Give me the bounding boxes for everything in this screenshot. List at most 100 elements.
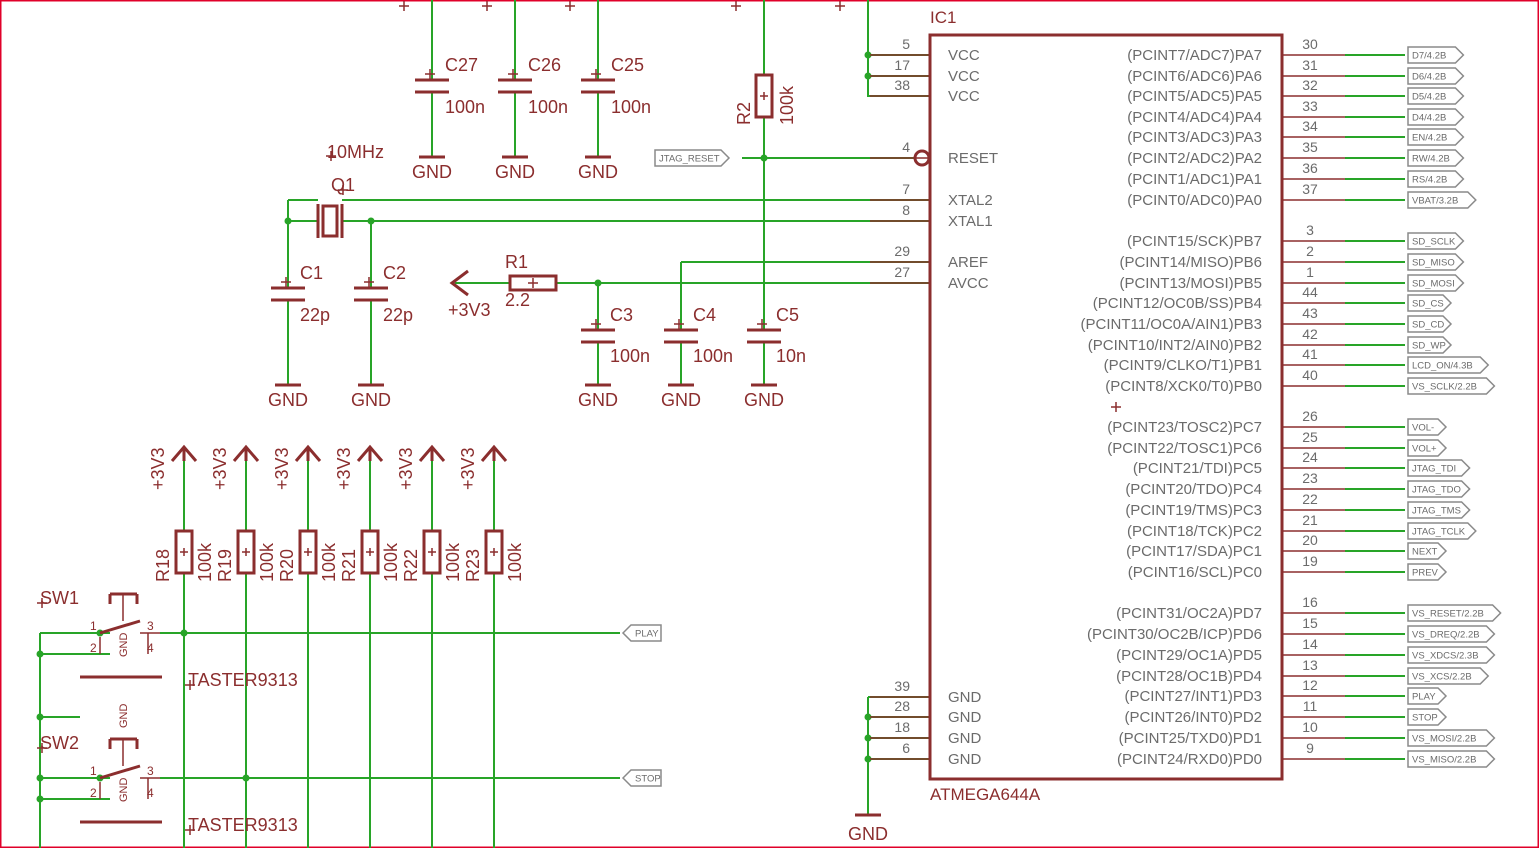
net-label-text: D6/4.2B [1412,72,1446,83]
ic-pin-name: (PCINT19/TMS)PC3 [1125,502,1262,519]
switch-pin-number: 3 [147,619,154,633]
resistor-value: 100k [443,542,463,582]
net-label-flag [1407,459,1471,477]
ic-pin-number: 14 [1302,636,1318,652]
net-label-flag [1407,294,1453,312]
ic-pin-name: (PCINT6/ADC6)PA6 [1127,68,1262,85]
cap-name: C1 [300,263,323,283]
ic-pin-number: 16 [1302,594,1318,610]
crystal-value: 10MHz [327,142,384,162]
resistor-value: 100k [381,542,401,582]
ic-pin-name: (PCINT12/OC0B/SS)PB4 [1093,295,1262,312]
net-label-flag [1407,501,1471,519]
gnd-label: GND [268,390,308,410]
cap-value: 100n [528,97,568,117]
ic-pin-name: (PCINT7/ADC7)PA7 [1127,47,1262,64]
switch-lever [99,764,141,780]
ic-pin-number: 44 [1302,284,1318,300]
net-label-text: JTAG_TCLK [1412,527,1466,538]
net-label-text: NEXT [1412,547,1438,558]
net-label-text: VOL- [1412,423,1434,434]
resistor-body [422,529,442,575]
net-label-flag [1407,563,1448,581]
junction-dot [864,72,872,80]
ic-pin-name: (PCINT0/ADC0)PA0 [1127,192,1262,209]
ic-pin-name: (PCINT26/INT0)PD2 [1124,709,1262,726]
ic-pin-name: GND [948,751,982,768]
ic-pin-name: VCC [948,88,980,105]
net-label-flag [1407,522,1477,540]
resistor-value: 100k [319,542,339,582]
cap-value: 100n [693,346,733,366]
net-label-flag [1407,128,1465,146]
texts: IC1ATMEGA644A5VCC17VCC38VCC4RESET7XTAL28… [40,8,1318,844]
junction-dot [760,154,768,162]
net-label-flag [1407,542,1448,560]
wires [36,0,1405,848]
switch-name: SW2 [40,733,79,753]
gnd-label: GND [848,824,888,844]
ic-pin-number: 39 [894,678,910,694]
switch-pin-number: 1 [90,764,97,778]
ic-pin-number: 15 [1302,615,1318,631]
net-label-flag [1407,336,1453,354]
net-label-flag [1407,315,1453,333]
gnd-label: GND [578,390,618,410]
ic-pin-number: 25 [1302,429,1318,445]
ic-pin-name: (PCINT1/ADC1)PA1 [1127,171,1262,188]
junction-dot [36,795,44,803]
net-label-text: SD_CS [1412,299,1444,310]
net-label-flag [654,149,731,167]
ic-pin-number: 11 [1303,698,1318,714]
cap-value: 10n [776,346,806,366]
ic-pin-number: 7 [902,181,910,197]
r2-value: 100k [777,85,797,125]
ic-pin-name: (PCINT8/XCK0/T0)PB0 [1105,378,1262,395]
ic-pin-name: (PCINT29/OC1A)PD5 [1116,647,1262,664]
resistor-value: 100k [257,542,277,582]
ic-pin-number: 21 [1302,512,1318,528]
junction-dot [864,51,872,59]
ic-pin-name: (PCINT25/TXD0)PD1 [1119,730,1262,747]
resistor-name: R20 [277,549,297,582]
net-label-flag [1407,170,1465,188]
ic-pin-number: 5 [902,36,910,52]
ic-pin-name: (PCINT22/TOSC1)PC6 [1107,440,1262,457]
ic-pin-number: 19 [1302,553,1318,569]
net-label-flag [1407,274,1465,292]
ic-name: IC1 [930,8,956,27]
ic-pin-number: 27 [894,264,910,280]
net-label-text: D4/4.2B [1412,113,1446,124]
resistor-body [484,529,504,575]
net-label-flag [1407,604,1502,622]
net-label-text: SD_MISO [1412,258,1455,269]
r1-name: R1 [505,252,528,272]
cap-name: C27 [445,55,478,75]
net-label-flag [621,624,662,642]
resistor-name: R22 [401,549,421,582]
resistor-body [508,274,558,292]
net-label-flag [1407,67,1465,85]
ic-pin-name: (PCINT17/SDA)PC1 [1126,543,1262,560]
ic-pin-name: GND [948,689,982,706]
ic-pin-number: 4 [902,139,910,155]
ic-pin-name: (PCINT3/ADC3)PA3 [1127,129,1262,146]
net-labels: D7/4.2BD6/4.2BD5/4.2BD4/4.2BEN/4.2BRW/4.… [621,46,1502,787]
net-label-text: PREV [1412,568,1439,579]
ic-pin-name: (PCINT5/ADC5)PA5 [1127,88,1262,105]
switch-pin-number: 1 [90,619,97,633]
net-label-flag [1407,708,1448,726]
ic-pin-number: 32 [1302,77,1318,93]
gnd-label: GND [744,390,784,410]
supply-arrow [449,269,469,297]
ic-pin-name: (PCINT27/INT1)PD3 [1124,688,1262,705]
net-label-text: STOP [635,774,661,785]
ic-pin-name: (PCINT15/SCK)PB7 [1127,233,1262,250]
net-label-text: VS_MISO/2.2B [1412,755,1476,766]
switch-gnd-text: GND [118,633,130,658]
ic-pin-number: 31 [1302,57,1318,73]
ic-pin-number: 30 [1302,36,1318,52]
junction-dot [864,734,872,742]
ic-pin-number: 1 [1306,264,1314,280]
